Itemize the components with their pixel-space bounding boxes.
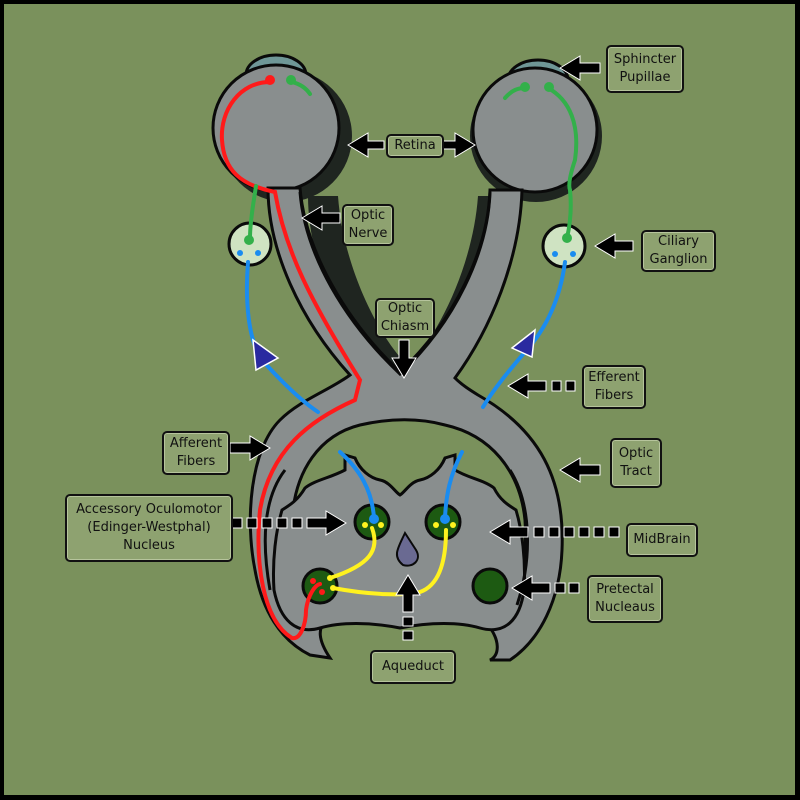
label-accessory-oculomotor: Accessory Oculomotor (Edinger-Westphal) … bbox=[65, 494, 233, 562]
label-afferent-fibers: Afferent Fibers bbox=[162, 431, 230, 475]
synapse-dots bbox=[237, 75, 576, 595]
diagram-canvas: Sphincter Pupillae Retina Optic Nerve Ci… bbox=[4, 4, 795, 795]
label-optic-tract: Optic Tract bbox=[610, 438, 662, 488]
interneuron-left bbox=[328, 526, 377, 580]
arrow-optic-chiasm bbox=[391, 339, 417, 379]
arrow-accessory-oculomotor bbox=[231, 510, 347, 536]
pointer-arrows bbox=[229, 55, 634, 641]
arrow-pretectal-nucleus bbox=[511, 575, 580, 601]
label-optic-chiasm: Optic Chiasm bbox=[375, 298, 435, 338]
arrow-midbrain bbox=[489, 519, 620, 545]
label-efferent-fibers: Efferent Fibers bbox=[582, 365, 646, 409]
arrow-retina-left bbox=[347, 132, 385, 158]
arrow-optic-nerve bbox=[301, 205, 341, 231]
label-sphincter-pupillae: Sphincter Pupillae bbox=[606, 45, 684, 93]
arrow-sphincter-pupillae bbox=[559, 55, 601, 81]
arrow-aqueduct bbox=[395, 574, 421, 641]
arrow-efferent-fibers bbox=[507, 373, 547, 399]
right-eye bbox=[471, 58, 599, 194]
arrow-afferent-fibers bbox=[229, 435, 271, 461]
label-optic-nerve: Optic Nerve bbox=[342, 204, 394, 246]
label-retina: Retina bbox=[386, 134, 444, 158]
pathway-diagram bbox=[211, 53, 634, 662]
label-ciliary-ganglion: Ciliary Ganglion bbox=[641, 230, 716, 272]
arrow-retina-right bbox=[439, 132, 476, 158]
aqueduct bbox=[395, 530, 419, 567]
direction-arrow-right bbox=[510, 328, 536, 359]
afferent-fiber-path bbox=[219, 80, 363, 641]
label-pretectal-nucleus: Pretectal Nucleaus bbox=[587, 575, 663, 623]
interneuron-cross bbox=[331, 528, 448, 597]
right-pretectal-nucleus bbox=[471, 567, 509, 605]
label-midbrain: MidBrain bbox=[626, 523, 698, 557]
direction-arrow-left bbox=[252, 338, 280, 372]
label-aqueduct: Aqueduct bbox=[370, 650, 456, 684]
arrow-optic-tract bbox=[559, 457, 601, 483]
arrow-ciliary-ganglion bbox=[594, 233, 634, 259]
